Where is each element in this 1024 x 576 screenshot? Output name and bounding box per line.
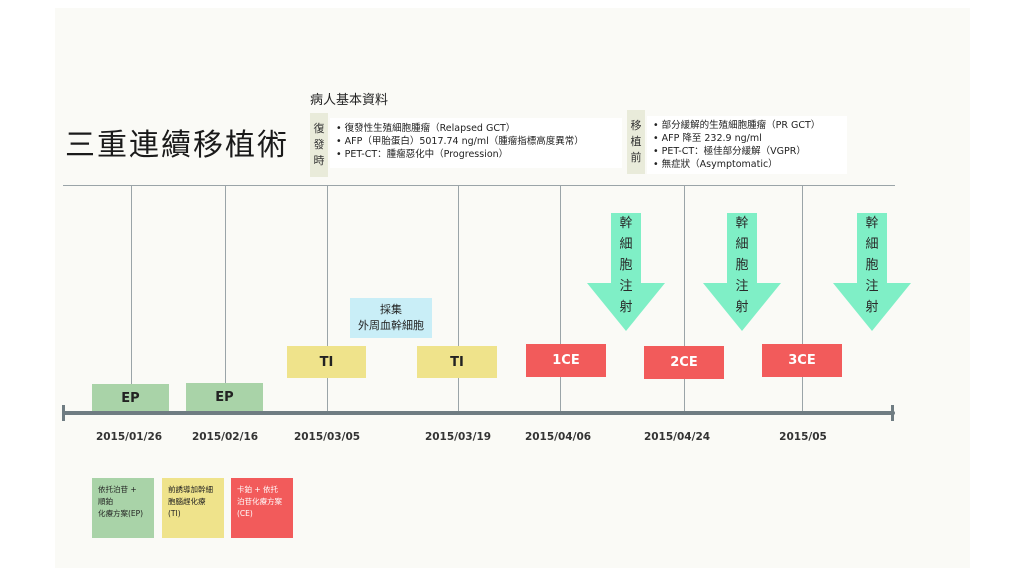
legend-ti-line: 胞腦趕化療 (168, 497, 206, 506)
regimen-ti-box: TI (287, 346, 366, 378)
legend-ep-line: 化療方案(EP) (98, 509, 144, 518)
main-timeline-axis (63, 411, 895, 415)
stem-cell-injection-label: 幹 細 胞 注 射 (865, 216, 879, 315)
pre-transplant-label-char: 移 (630, 119, 642, 132)
pre-transplant-item: • 部分緩解的生殖細胞腫瘤（PR GCT） (653, 120, 821, 131)
stem-cell-injection-label: 幹 細 胞 注 射 (619, 216, 633, 315)
legend-ep: 依托泊苷 + 順鉑 化療方案(EP) (92, 478, 154, 538)
timeline-date: 2015/03/19 (424, 431, 492, 443)
harvest-text: 採集 (380, 303, 402, 316)
regimen-ce-box: 2CE (644, 346, 724, 379)
legend-ce-line: 卡鉑 + 依托 (237, 485, 279, 494)
pre-transplant-label: 移 植 前 (627, 110, 645, 174)
regimen-ep-box: EP (186, 383, 263, 412)
timeline-date: 2015/04/06 (524, 431, 592, 443)
timeline-date: 2015/02/16 (191, 431, 259, 443)
regimen-ti-box: TI (417, 346, 497, 378)
relapse-label-char: 發 (313, 138, 325, 151)
axis-start-cap (62, 405, 65, 421)
legend-ce-line: (CE) (237, 509, 253, 518)
down-arrow-icon (833, 213, 911, 331)
relapse-label: 復 發 時 (310, 113, 328, 177)
top-axis-line (63, 185, 895, 186)
legend-ce: 卡鉑 + 依托 泊苷化療方案 (CE) (231, 478, 293, 538)
relapse-item: • PET-CT：腫瘤惡化中（Progression） (336, 149, 509, 160)
axis-end-cap (891, 405, 894, 421)
timeline-tick (560, 185, 561, 411)
stem-cell-injection-label: 幹 細 胞 注 射 (735, 216, 749, 315)
info-heading: 病人基本資料 (310, 93, 389, 108)
harvest-text: 外周血幹細胞 (358, 319, 424, 332)
relapse-info-box: • 復發性生殖細胞腫瘤（Relapsed GCT） • AFP（甲胎蛋白）501… (330, 118, 622, 168)
pre-transplant-item: • PET-CT：極佳部分緩解（VGPR） (653, 146, 806, 157)
diagram-canvas (55, 8, 970, 568)
timeline-date: 2015/05 (779, 431, 827, 443)
legend-ti-line: 前誘導加幹細 (168, 485, 213, 494)
legend-ti: 前誘導加幹細 胞腦趕化療 (TI) (162, 478, 224, 538)
timeline-date: 2015/04/24 (643, 431, 711, 443)
timeline-date: 2015/03/05 (293, 431, 361, 443)
stem-cell-injection-arrow (587, 213, 665, 331)
pre-transplant-label-char: 植 (630, 135, 642, 148)
regimen-ce-box: 1CE (526, 344, 606, 377)
down-arrow-icon (587, 213, 665, 331)
relapse-item: • 復發性生殖細胞腫瘤（Relapsed GCT） (336, 123, 516, 134)
regimen-ep-box: EP (92, 384, 169, 413)
legend-ep-line: 順鉑 (98, 497, 113, 506)
pre-transplant-info-box: • 部分緩解的生殖細胞腫瘤（PR GCT） • AFP 降至 232.9 ng/… (647, 116, 847, 174)
legend-ti-line: (TI) (168, 509, 181, 518)
pre-transplant-item: • AFP 降至 232.9 ng/ml (653, 133, 762, 144)
down-arrow-icon (703, 213, 781, 331)
timeline-tick (225, 185, 226, 411)
pre-transplant-item: • 無症狀（Asymptomatic） (653, 159, 778, 170)
legend-ep-line: 依托泊苷 + (98, 485, 137, 494)
pre-transplant-label-char: 前 (630, 151, 642, 164)
relapse-label-char: 時 (313, 154, 325, 167)
relapse-label-char: 復 (313, 122, 325, 135)
timeline-tick (131, 185, 132, 411)
stem-cell-injection-arrow (703, 213, 781, 331)
regimen-ce-box: 3CE (762, 344, 842, 377)
timeline-tick (684, 185, 685, 411)
timeline-tick (458, 185, 459, 411)
timeline-date: 2015/01/26 (95, 431, 163, 443)
legend-ce-line: 泊苷化療方案 (237, 497, 282, 506)
timeline-tick (802, 185, 803, 411)
stem-cell-injection-arrow (833, 213, 911, 331)
timeline-tick (327, 185, 328, 411)
relapse-item: • AFP（甲胎蛋白）5017.74 ng/ml（腫瘤指標高度異常） (336, 136, 584, 147)
stem-cell-harvest-box: 採集 外周血幹細胞 (350, 298, 432, 338)
main-title: 三重連續移植術 (65, 128, 289, 163)
